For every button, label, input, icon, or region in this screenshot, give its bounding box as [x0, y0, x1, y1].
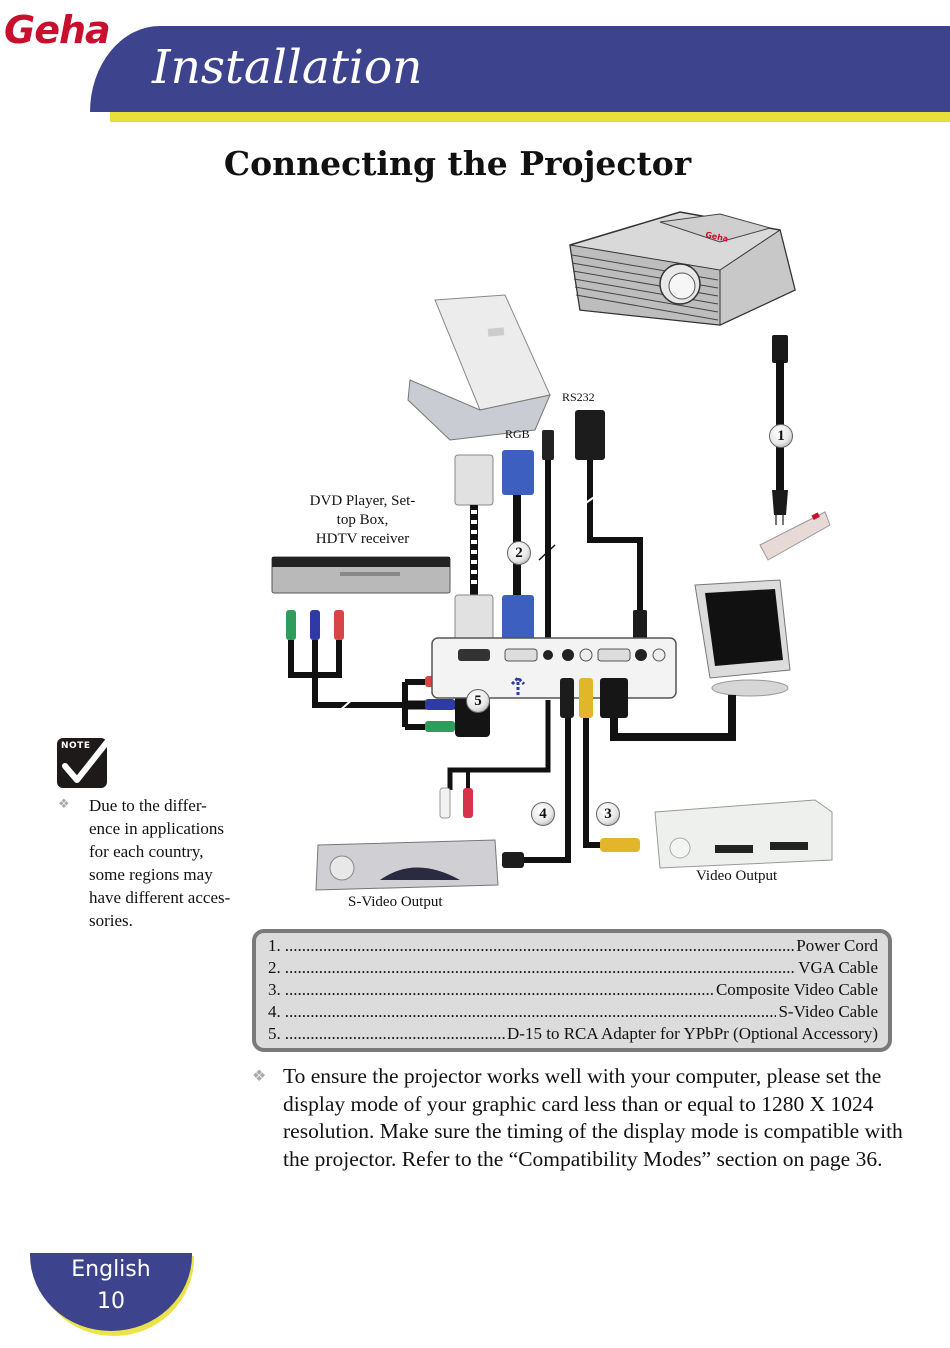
diamond-bullet-icon: ❖	[58, 797, 70, 812]
part-name: S-Video Cable	[778, 1002, 878, 1021]
brand-logo: Geha	[4, 8, 111, 52]
rs232-cable	[575, 410, 647, 640]
diamond-bullet-icon: ❖	[252, 1066, 267, 1085]
footer-language: English	[71, 1257, 151, 1282]
section-title: Installation	[152, 40, 423, 95]
checkmark-icon	[62, 730, 118, 783]
label-dvd-player: DVD Player, Set- top Box, HDTV receiver	[309, 493, 416, 547]
tip-text: To ensure the projector works well with …	[283, 1064, 903, 1171]
note-icon: NOTE	[57, 730, 118, 788]
note-icon-label: NOTE	[61, 741, 91, 751]
part-name: VGA Cable	[798, 958, 878, 977]
part-name: D-15 to RCA Adapter for YPbPr (Optional …	[507, 1024, 878, 1043]
callout-4: 4	[531, 802, 555, 826]
part-row: 3.Composite Video Cable	[268, 979, 878, 1001]
callout-5: 5	[466, 689, 490, 713]
label-rgb: RGB	[505, 427, 530, 441]
note-text: Due to the differ- ence in applications …	[89, 796, 231, 930]
vga-cable	[454, 430, 556, 644]
connection-diagram: Geha	[250, 200, 890, 920]
composite-vcr-illustration	[654, 799, 833, 869]
laptop-illustration	[407, 294, 551, 441]
header-accent-stripe	[110, 112, 950, 122]
callout-1: 1	[769, 424, 793, 448]
label-rs232: RS232	[562, 390, 595, 404]
part-row: 2.VGA Cable	[268, 957, 878, 979]
header-band	[90, 26, 950, 112]
page-number: 10	[97, 1289, 125, 1314]
part-name: Power Cord	[796, 936, 878, 955]
callout-3: 3	[596, 802, 620, 826]
part-row: 4.S-Video Cable	[268, 1001, 878, 1023]
projector-io-panel	[431, 637, 677, 699]
projector-illustration: Geha	[569, 211, 796, 326]
part-row: 1.Power Cord	[268, 935, 878, 957]
monitor-illustration	[600, 579, 791, 741]
label-svideo-output: S-Video Output	[348, 894, 443, 910]
dvd-player-illustration	[271, 556, 451, 594]
av-cables	[439, 678, 640, 868]
part-row: 5.D-15 to RCA Adapter for YPbPr (Optiona…	[268, 1023, 878, 1045]
parts-list: 1.Power Cord 2.VGA Cable 3.Composite Vid…	[252, 929, 892, 1052]
part-name: Composite Video Cable	[715, 980, 878, 999]
svideo-vcr-illustration	[315, 839, 499, 891]
label-video-output: Video Output	[696, 868, 778, 884]
callout-2: 2	[507, 541, 531, 565]
power-strip-illustration	[759, 511, 831, 561]
page-title: Connecting the Projector	[223, 144, 692, 183]
